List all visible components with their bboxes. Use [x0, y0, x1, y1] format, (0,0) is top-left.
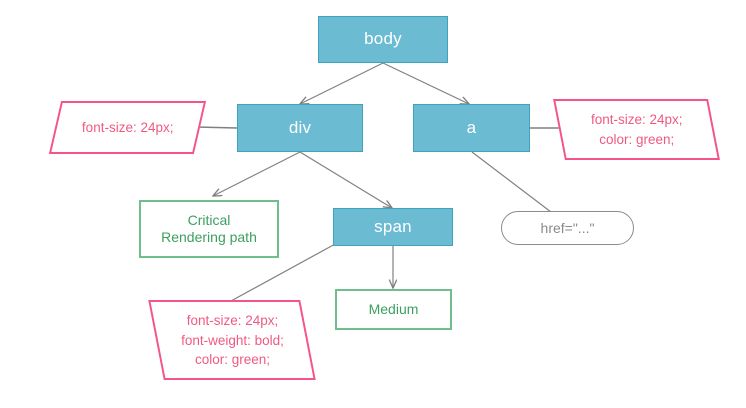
- node-span-label: span: [374, 216, 412, 236]
- rule-annotation-a-text: font-size: 24px; color: green;: [590, 111, 683, 147]
- node-medium[interactable]: Medium: [335, 289, 452, 330]
- node-a[interactable]: a: [413, 104, 530, 152]
- edge-a-href: [471, 151, 552, 213]
- edge-div-span: [299, 151, 392, 208]
- node-href-attribute[interactable]: href="...": [501, 211, 634, 245]
- node-body-label: body: [364, 29, 402, 49]
- node-medium-label: Medium: [368, 301, 419, 318]
- edge-body-a: [382, 62, 469, 104]
- rule-annotation-div[interactable]: font-size: 24px;: [48, 101, 207, 154]
- rule-annotation-span-text: font-size: 24px; font-weight: bold; colo…: [180, 312, 284, 367]
- edge-div-critical: [213, 151, 301, 196]
- rule-annotation-div-text: font-size: 24px;: [81, 119, 174, 135]
- node-critical-rendering-path-label: Critical Rendering path: [161, 212, 257, 245]
- node-a-label: a: [466, 117, 477, 137]
- node-span[interactable]: span: [333, 208, 453, 246]
- node-div-label: div: [288, 117, 312, 137]
- node-href-attribute-label: href="...": [540, 219, 595, 236]
- node-body[interactable]: body: [318, 16, 448, 63]
- edge-body-div: [300, 62, 384, 104]
- rule-annotation-a[interactable]: font-size: 24px; color: green;: [553, 99, 720, 160]
- rule-annotation-span[interactable]: font-size: 24px; font-weight: bold; colo…: [148, 300, 316, 380]
- node-critical-rendering-path[interactable]: Critical Rendering path: [139, 200, 279, 258]
- edge-div-rule: [195, 126, 238, 129]
- node-div[interactable]: div: [237, 104, 363, 152]
